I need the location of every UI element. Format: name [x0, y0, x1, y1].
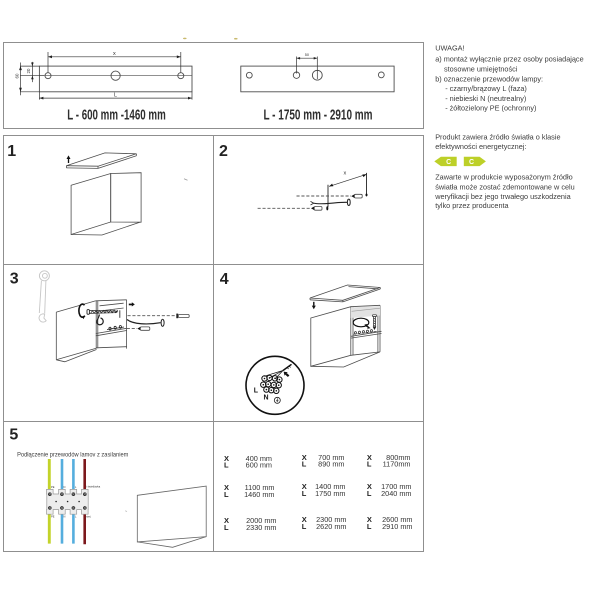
- svg-text:2600 mm: 2600 mm: [382, 515, 412, 524]
- svg-text:- żółtozielony PE (ochronny): - żółtozielony PE (ochronny): [445, 104, 536, 113]
- svg-text:Podłączenie przewodów lamov z: Podłączenie przewodów lamov z zasilaniem: [17, 451, 128, 458]
- svg-text:sieć: sieć: [86, 515, 91, 519]
- svg-text:2330 mm: 2330 mm: [246, 523, 276, 532]
- svg-text:stosowne umiejętności: stosowne umiejętności: [444, 65, 518, 74]
- svg-text:1: 1: [7, 143, 16, 160]
- svg-text:b) oznaczenie przewodów lampy:: b) oznaczenie przewodów lampy:: [435, 74, 543, 83]
- svg-text:Produkt zawiera źródło światła: Produkt zawiera źródło światła o klasie: [435, 133, 560, 142]
- svg-text:2: 2: [219, 143, 228, 160]
- svg-text:L - 1750 mm - 2910 mm: L - 1750 mm - 2910 mm: [264, 108, 373, 124]
- svg-text:800mm: 800mm: [386, 453, 410, 462]
- svg-text:L: L: [302, 460, 307, 469]
- svg-text:L: L: [224, 461, 229, 470]
- svg-text:L: L: [367, 460, 372, 469]
- svg-text:L: L: [254, 388, 259, 395]
- svg-text:L: L: [75, 485, 77, 489]
- svg-text:2620 mm: 2620 mm: [316, 522, 346, 531]
- svg-text:L: L: [224, 523, 229, 532]
- svg-text:4: 4: [220, 271, 229, 288]
- svg-text:C: C: [446, 159, 451, 166]
- svg-text:700 mm: 700 mm: [318, 453, 344, 462]
- svg-text:X: X: [302, 515, 307, 524]
- svg-text:x: x: [113, 51, 116, 57]
- svg-text:X: X: [224, 454, 229, 463]
- svg-text:N: N: [64, 485, 66, 489]
- svg-text:Zawarte w produkcie wyposażony: Zawarte w produkcie wyposażonym źródło: [435, 173, 572, 182]
- svg-text:światła może zostać zdemontowa: światła może zostać zdemontowane w celu: [435, 182, 575, 191]
- svg-text:C: C: [469, 159, 474, 166]
- svg-text:L: L: [302, 522, 307, 531]
- svg-text:weryfikacji bez jego trwałego: weryfikacji bez jego trwałego uszkodzeni…: [434, 192, 571, 201]
- svg-text:N: N: [264, 395, 269, 402]
- svg-text:5: 5: [9, 426, 18, 443]
- svg-text:1400 mm: 1400 mm: [315, 482, 345, 491]
- svg-text:- czarny/brązowy L (faza): - czarny/brązowy L (faza): [445, 84, 527, 93]
- svg-text:x: x: [344, 171, 347, 177]
- svg-text:600 mm: 600 mm: [246, 461, 272, 470]
- svg-text:i świetlówka: i świetlówka: [86, 485, 100, 489]
- svg-text:X: X: [367, 515, 372, 524]
- svg-text:X: X: [302, 453, 307, 462]
- svg-text:N: N: [64, 515, 66, 519]
- svg-text:L: L: [367, 489, 372, 498]
- svg-text:1170mm: 1170mm: [383, 460, 411, 469]
- svg-text:PE: PE: [51, 515, 55, 519]
- svg-text:L - 600 mm -1460 mm: L - 600 mm -1460 mm: [67, 108, 166, 124]
- svg-text:1100 mm: 1100 mm: [245, 483, 275, 492]
- svg-text:efektywności energetycznej:: efektywności energetycznej:: [435, 142, 526, 151]
- svg-text:X: X: [367, 482, 372, 491]
- svg-text:2040 mm: 2040 mm: [381, 489, 411, 498]
- svg-text:L: L: [224, 490, 229, 499]
- svg-text:UWAGA!: UWAGA!: [435, 44, 464, 53]
- svg-text:a) montaż wyłącznie przez osob: a) montaż wyłącznie przez osoby posiadaj…: [435, 55, 583, 64]
- svg-text:X: X: [224, 516, 229, 525]
- svg-text:tylko przez producenta: tylko przez producenta: [435, 201, 509, 210]
- svg-text:50: 50: [305, 53, 309, 57]
- svg-text:X: X: [367, 453, 372, 462]
- svg-text:890 mm: 890 mm: [318, 460, 344, 469]
- svg-text:3: 3: [10, 271, 19, 288]
- svg-text:L: L: [367, 522, 372, 531]
- svg-text:20: 20: [26, 68, 31, 73]
- svg-text:60: 60: [14, 73, 19, 78]
- svg-text:L: L: [75, 515, 77, 519]
- svg-text:L: L: [114, 93, 117, 99]
- svg-text:1750 mm: 1750 mm: [315, 489, 345, 498]
- svg-text:1700 mm: 1700 mm: [381, 482, 411, 491]
- svg-text:2000 mm: 2000 mm: [246, 516, 276, 525]
- svg-text:- niebieski N (neutrealny): - niebieski N (neutrealny): [445, 94, 526, 103]
- svg-text:PE: PE: [51, 485, 55, 489]
- svg-text:1460 mm: 1460 mm: [244, 490, 274, 499]
- svg-text:L: L: [302, 489, 307, 498]
- svg-text:2910 mm: 2910 mm: [382, 522, 412, 531]
- svg-text:X: X: [224, 483, 229, 492]
- svg-text:X: X: [302, 482, 307, 491]
- svg-text:400 mm: 400 mm: [246, 454, 272, 463]
- svg-text:2300 mm: 2300 mm: [316, 515, 346, 524]
